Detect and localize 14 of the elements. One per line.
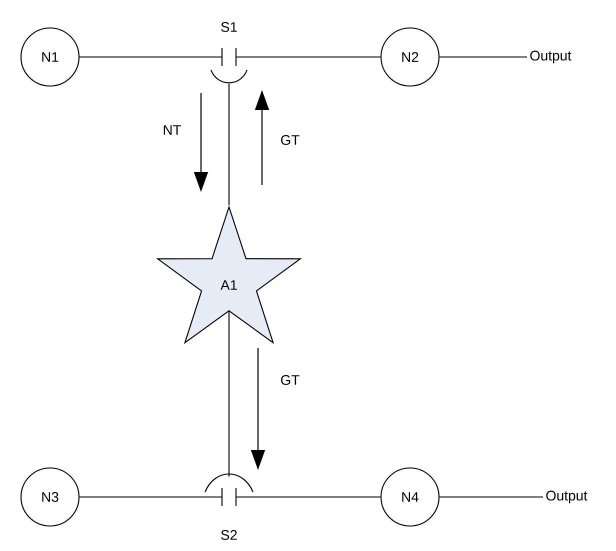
arrow-label: GT <box>281 135 300 145</box>
connector-line <box>228 84 230 206</box>
synapse-label: S2 <box>221 530 237 540</box>
connector-line <box>236 56 380 58</box>
arrow-label: NT <box>164 125 181 135</box>
arrow-label: GT <box>281 375 300 385</box>
output-label: Output <box>530 50 572 64</box>
connector-line <box>236 496 380 498</box>
connector-line <box>80 56 222 58</box>
connector-line <box>440 496 543 498</box>
connector-line <box>440 56 527 58</box>
output-label: Output <box>546 490 588 504</box>
connector-line <box>80 496 222 498</box>
synapse-label: S1 <box>221 22 237 32</box>
